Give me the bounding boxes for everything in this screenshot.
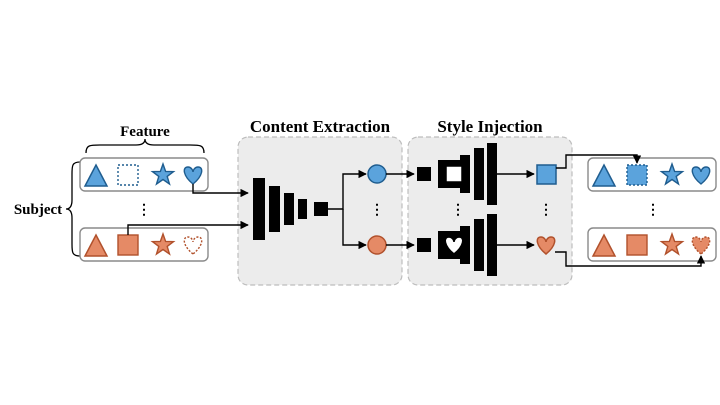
input-row-bottom [79, 227, 209, 262]
arrow-heart-to-output [555, 251, 706, 267]
style-ellipsis: ⋮ [451, 203, 465, 218]
style-layer-bottom-2 [460, 226, 470, 264]
encoder-layer-2 [269, 186, 280, 232]
encoder-layer-3 [284, 193, 294, 225]
output-row-bottom [587, 227, 717, 262]
output-ellipsis: ⋮ [646, 203, 660, 218]
style-input-block-top [417, 167, 431, 181]
style-layer-bottom-3 [474, 219, 484, 271]
style-input-block-bottom [417, 238, 431, 252]
feature-label: Feature [120, 124, 170, 140]
square-icon [536, 164, 557, 185]
subject-label: Subject [14, 202, 62, 218]
style-layer-top-4 [487, 143, 497, 205]
content-ellipsis: ⋮ [370, 203, 384, 218]
style-layer-top-3 [474, 148, 484, 200]
triangle-icon [591, 163, 617, 187]
style-injection-title: Style Injection [437, 117, 543, 136]
subject-brace [65, 161, 81, 257]
feature-brace [85, 138, 205, 154]
triangle-icon [83, 163, 109, 187]
arrow-square-to-output [556, 154, 642, 169]
style-node-ellipsis: ⋮ [539, 203, 553, 218]
encoder-layer-1 [253, 178, 265, 240]
style-layer-bottom-4 [487, 214, 497, 276]
triangle-icon [591, 233, 617, 257]
square-icon [626, 234, 648, 256]
style-layer-top-2 [460, 155, 470, 193]
dotted-square-icon [117, 164, 139, 186]
square-icon [445, 165, 463, 183]
arrow-heart-to-encoder [192, 184, 249, 198]
arrow-to-bottom-circle [342, 209, 367, 250]
input-ellipsis: ⋮ [137, 203, 151, 218]
output-row-top [587, 157, 717, 192]
square-icon [117, 234, 139, 256]
circle-icon [367, 164, 387, 184]
encoder-bottleneck [314, 202, 328, 216]
input-row-top [79, 157, 209, 192]
circle-icon [367, 235, 387, 255]
triangle-icon [83, 233, 109, 257]
arrow-to-top-circle [328, 169, 367, 210]
encoder-layer-4 [298, 199, 307, 219]
dotted-square-icon [626, 164, 648, 186]
arrow-square-to-encoder [127, 220, 249, 235]
content-extraction-title: Content Extraction [250, 117, 391, 136]
